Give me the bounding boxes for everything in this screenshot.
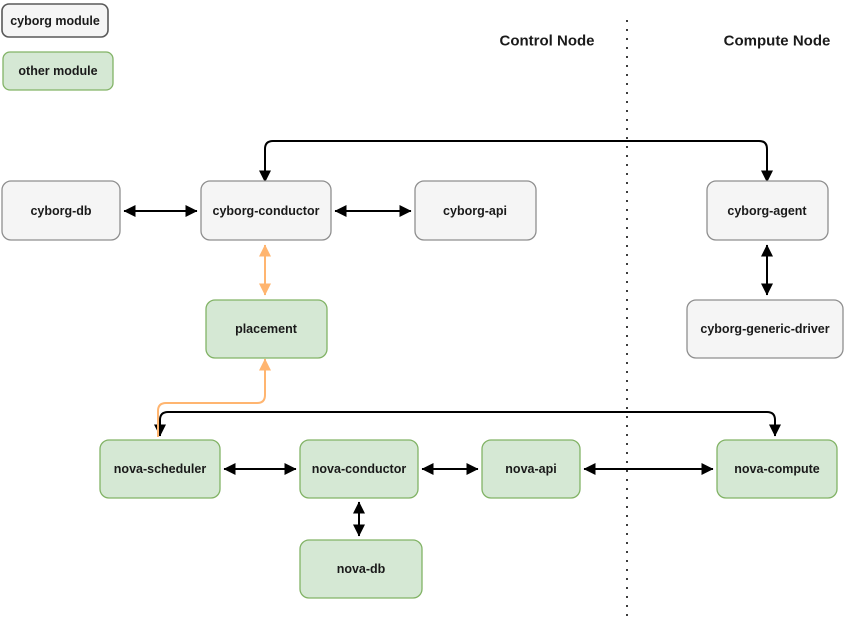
node-nova-api-label: nova-api [505, 462, 556, 476]
node-cyborg-db: cyborg-db [1, 180, 121, 241]
node-cyborg-agent-box [706, 180, 829, 241]
node-nova-api: nova-api [481, 439, 581, 499]
node-nova-scheduler: nova-scheduler [99, 439, 221, 499]
node-cyborg-api: cyborg-api [414, 180, 537, 241]
node-nova-scheduler-box [99, 439, 221, 499]
legend-other-label: other module [18, 64, 97, 78]
legend-item-other-module: other module [2, 51, 114, 91]
node-placement: placement [205, 299, 328, 359]
node-placement-box [205, 299, 328, 359]
node-cyborg-conductor-box [200, 180, 332, 241]
control-node-header: Control Node [500, 33, 595, 50]
node-cyborg-agent-label: cyborg-agent [727, 204, 807, 218]
node-cyborg-generic-driver: cyborg-generic-driver [686, 299, 844, 359]
edge-nova-scheduler-nova-compute [154, 411, 781, 437]
node-nova-compute-box [716, 439, 838, 499]
node-cyborg-generic-driver-box [686, 299, 844, 359]
node-nova-compute: nova-compute [716, 439, 838, 499]
node-cyborg-db-label: cyborg-db [30, 204, 91, 218]
edge-cyborg-conductor-cyborg-agent [259, 140, 773, 183]
node-nova-db: nova-db [299, 539, 423, 599]
edge-nova-scheduler-placement [157, 358, 271, 437]
node-cyborg-db-box [1, 180, 121, 241]
node-placement-label: placement [235, 322, 298, 336]
node-nova-conductor-box [299, 439, 419, 499]
node-cyborg-conductor: cyborg-conductor [200, 180, 332, 241]
node-cyborg-generic-driver-label: cyborg-generic-driver [700, 322, 829, 336]
node-nova-scheduler-label: nova-scheduler [114, 462, 207, 476]
node-cyborg-api-label: cyborg-api [443, 204, 507, 218]
node-cyborg-api-box [414, 180, 537, 241]
node-nova-compute-label: nova-compute [734, 462, 819, 476]
node-cyborg-conductor-label: cyborg-conductor [213, 204, 320, 218]
legend-cyborg-swatch [1, 3, 109, 38]
legend-cyborg-label: cyborg module [10, 14, 100, 28]
node-nova-conductor-label: nova-conductor [312, 462, 407, 476]
legend: cyborg module other module [1, 3, 114, 91]
node-nova-db-box [299, 539, 423, 599]
node-nova-db-label: nova-db [337, 562, 386, 576]
node-cyborg-agent: cyborg-agent [706, 180, 829, 241]
node-nova-conductor: nova-conductor [299, 439, 419, 499]
legend-item-cyborg-module: cyborg module [1, 3, 109, 38]
compute-node-header: Compute Node [724, 33, 831, 50]
legend-other-swatch [2, 51, 114, 91]
node-nova-api-box [481, 439, 581, 499]
